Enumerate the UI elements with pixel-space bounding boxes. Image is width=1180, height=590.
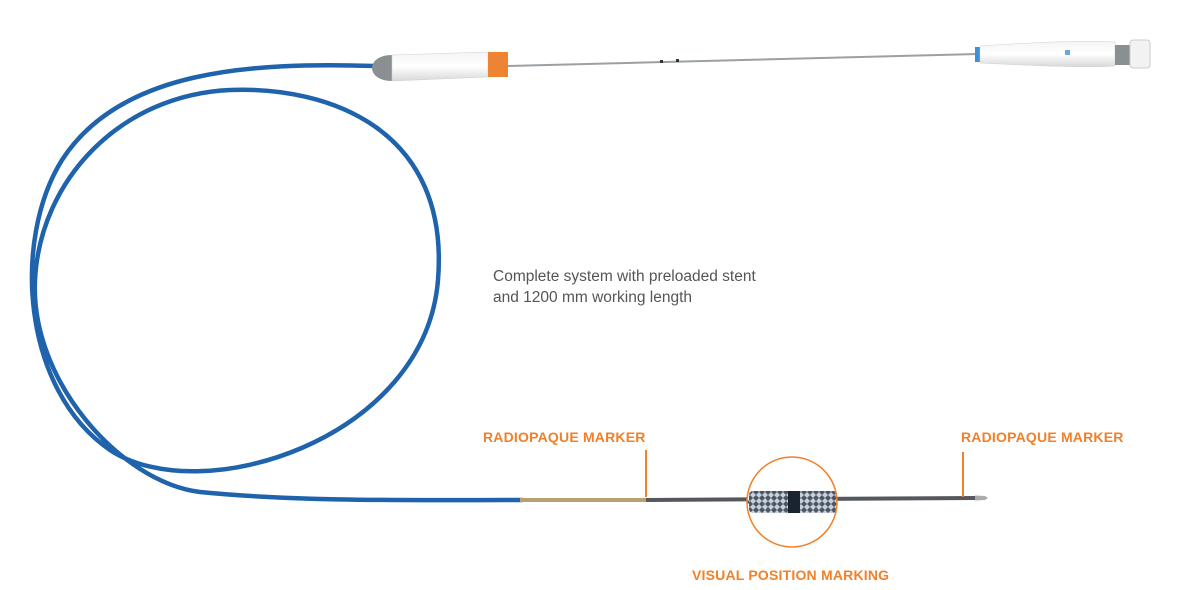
- caption-line-1: Complete system with preloaded stent: [493, 268, 756, 285]
- radiopaque-marker-right-label: RADIOPAQUE MARKER: [961, 429, 1124, 445]
- radiopaque-marker-left-label: RADIOPAQUE MARKER: [483, 429, 646, 445]
- caption-line-2: and 1200 mm working length: [493, 289, 693, 306]
- visual-position-marking-label: VISUAL POSITION MARKING: [692, 567, 890, 583]
- blue-cable: [29, 62, 525, 503]
- shaft: [507, 53, 979, 67]
- stent-magnifier: [746, 456, 838, 548]
- proximal-handle: [372, 51, 508, 82]
- distal-handle: [975, 39, 1151, 69]
- caption: Complete system with preloaded stent and…: [493, 266, 756, 308]
